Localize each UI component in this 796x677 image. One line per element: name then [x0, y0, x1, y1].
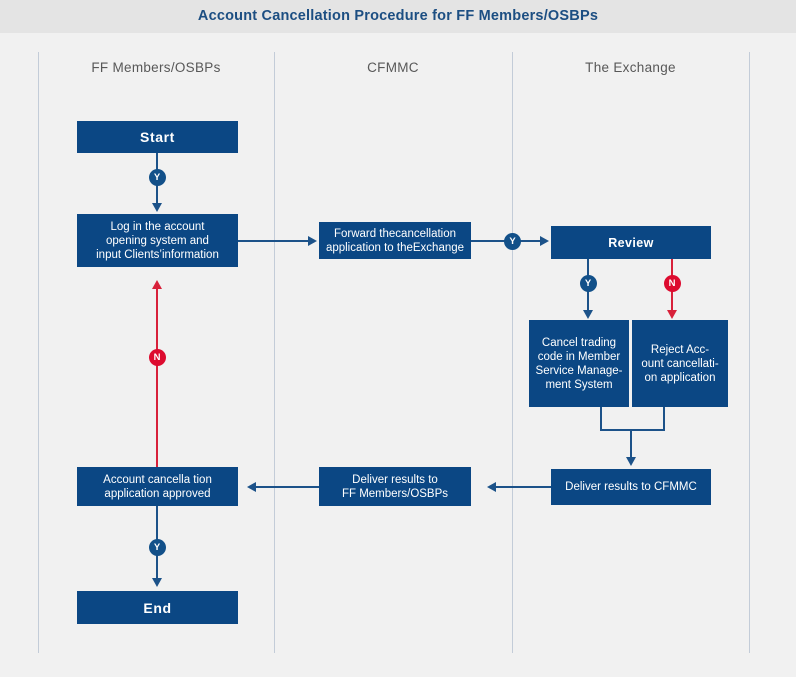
- lane-header-ff-members: FF Members/OSBPs: [91, 60, 221, 75]
- edge-merge-bar: [600, 429, 665, 431]
- edge-deliver-ff-to-approved: [256, 486, 319, 488]
- lane-header-cfmmc: CFMMC: [367, 60, 419, 75]
- node-review[interactable]: Review: [551, 226, 711, 259]
- edge-deliver-cfmmc-to-deliver-ff: [496, 486, 551, 488]
- edge-label-approved-rejected: N: [148, 349, 166, 366]
- node-end[interactable]: End: [77, 591, 238, 624]
- node-forward-label: Forward thecancellation application to t…: [325, 227, 465, 254]
- edge-merge-to-deliver-cfmmc-arrowhead: [625, 457, 636, 466]
- node-login[interactable]: Log in the account opening system and in…: [77, 214, 238, 267]
- edge-forward-to-review-arrowhead: [540, 235, 549, 246]
- page-title: Account Cancellation Procedure for FF Me…: [197, 8, 599, 24]
- edge-reject-merge-stub: [663, 407, 665, 430]
- title-band: [0, 0, 796, 33]
- edge-deliver-cfmmc-to-deliver-ff-arrowhead: [487, 481, 496, 492]
- node-reject-label: Reject Acc- ount cancellati- on applicat…: [641, 343, 719, 384]
- node-deliver-ff-label: Deliver results to FF Members/OSBPs: [341, 473, 449, 500]
- edge-approved-to-login-arrowhead: [151, 280, 162, 289]
- swimlane-divider-2: [512, 52, 513, 653]
- node-login-label: Log in the account opening system and in…: [96, 220, 219, 261]
- lane-header-exchange: The Exchange: [585, 60, 676, 75]
- node-approved[interactable]: Account cancella tion application approv…: [77, 467, 238, 506]
- node-deliver-cfmmc[interactable]: Deliver results to CFMMC: [551, 469, 711, 505]
- node-forward[interactable]: Forward thecancellation application to t…: [319, 222, 471, 259]
- edge-merge-to-deliver-cfmmc: [630, 429, 632, 461]
- node-deliver-cfmmc-label: Deliver results to CFMMC: [565, 481, 697, 493]
- node-review-label: Review: [608, 235, 654, 250]
- edge-label-approved-to-end: Y: [148, 539, 166, 556]
- node-start[interactable]: Start: [77, 121, 238, 153]
- swimlane-divider-right: [749, 52, 750, 653]
- edge-start-to-login-arrowhead: [151, 203, 162, 212]
- node-start-label: Start: [140, 129, 175, 145]
- node-end-label: End: [143, 599, 172, 616]
- node-reject[interactable]: Reject Acc- ount cancellati- on applicat…: [632, 320, 728, 407]
- edge-deliver-ff-to-approved-arrowhead: [247, 481, 256, 492]
- swimlane-divider-left: [38, 52, 39, 653]
- edge-login-to-forward: [238, 240, 310, 242]
- node-cancel-code-label: Cancel trading code in Member Service Ma…: [535, 336, 623, 391]
- edge-label-review-no: N: [663, 275, 681, 292]
- edge-login-to-forward-arrowhead: [308, 235, 317, 246]
- edge-label-review-yes: Y: [579, 275, 597, 292]
- edge-approved-to-end-arrowhead: [151, 578, 162, 587]
- swimlane-divider-1: [274, 52, 275, 653]
- edge-label-forward-to-review: Y: [504, 232, 521, 250]
- edge-cancel-code-merge-stub: [600, 407, 602, 430]
- node-approved-label: Account cancella tion application approv…: [103, 473, 212, 500]
- edge-approved-to-login-rejected: [156, 288, 158, 467]
- node-deliver-ff[interactable]: Deliver results to FF Members/OSBPs: [319, 467, 471, 506]
- edge-label-start-to-login: Y: [148, 169, 166, 186]
- edge-review-yes-arrowhead: [582, 310, 593, 319]
- node-cancel-code[interactable]: Cancel trading code in Member Service Ma…: [529, 320, 629, 407]
- edge-review-no-arrowhead: [666, 310, 677, 319]
